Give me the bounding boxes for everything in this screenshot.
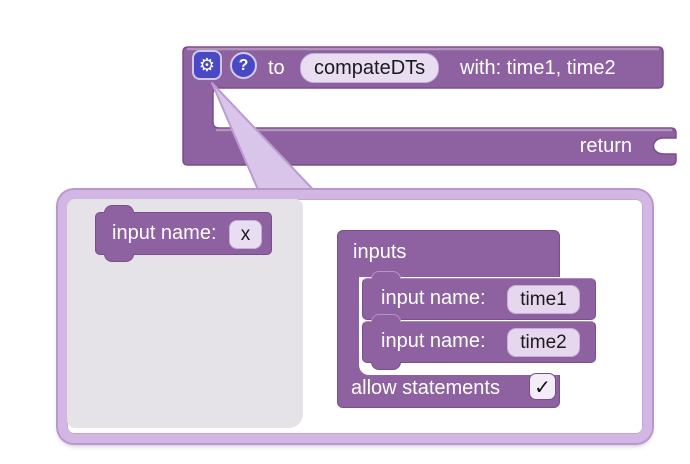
allow-statements-checkbox[interactable]: ✓ bbox=[529, 373, 556, 400]
keyword-to-label: to bbox=[268, 57, 285, 79]
help-button[interactable]: ? bbox=[230, 52, 257, 79]
flyout-input-name-block[interactable]: input name: x bbox=[95, 205, 272, 262]
input-name-block-time2[interactable]: input name: time2 bbox=[362, 314, 596, 370]
mutator-dialog: input name: x inputs input name: time1 i… bbox=[58, 190, 652, 443]
mutator-gear-button[interactable]: ⚙ bbox=[192, 50, 222, 80]
block-top-notch bbox=[371, 271, 401, 279]
input-name-field[interactable]: time1 bbox=[507, 285, 580, 314]
inputs-container-block[interactable]: inputs input name: time1 input name: tim… bbox=[337, 230, 596, 408]
inputs-title-label: inputs bbox=[353, 241, 407, 263]
return-label: return bbox=[579, 135, 632, 157]
block-bottom-notch bbox=[371, 362, 401, 370]
block-top-notch bbox=[371, 314, 401, 322]
input-name-block-time1[interactable]: input name: time1 bbox=[362, 271, 596, 320]
allow-statements-label: allow statements bbox=[351, 377, 500, 399]
block-bottom-notch bbox=[104, 254, 134, 262]
input-name-field[interactable]: time2 bbox=[507, 328, 580, 357]
input-name-label: input name: bbox=[381, 287, 486, 309]
question-icon: ? bbox=[238, 56, 249, 74]
input-name-field[interactable]: x bbox=[229, 220, 262, 249]
gear-icon: ⚙ bbox=[198, 54, 216, 76]
checkmark-icon: ✓ bbox=[534, 374, 551, 399]
block-top-notch bbox=[104, 205, 134, 213]
mutator-flyout: input name: x bbox=[67, 199, 303, 428]
input-name-label: input name: bbox=[381, 330, 486, 352]
procedure-params-label: with: time1, time2 bbox=[460, 57, 616, 79]
input-name-label: input name: bbox=[112, 222, 217, 244]
procedure-name-field[interactable]: compateDTs bbox=[300, 53, 440, 83]
